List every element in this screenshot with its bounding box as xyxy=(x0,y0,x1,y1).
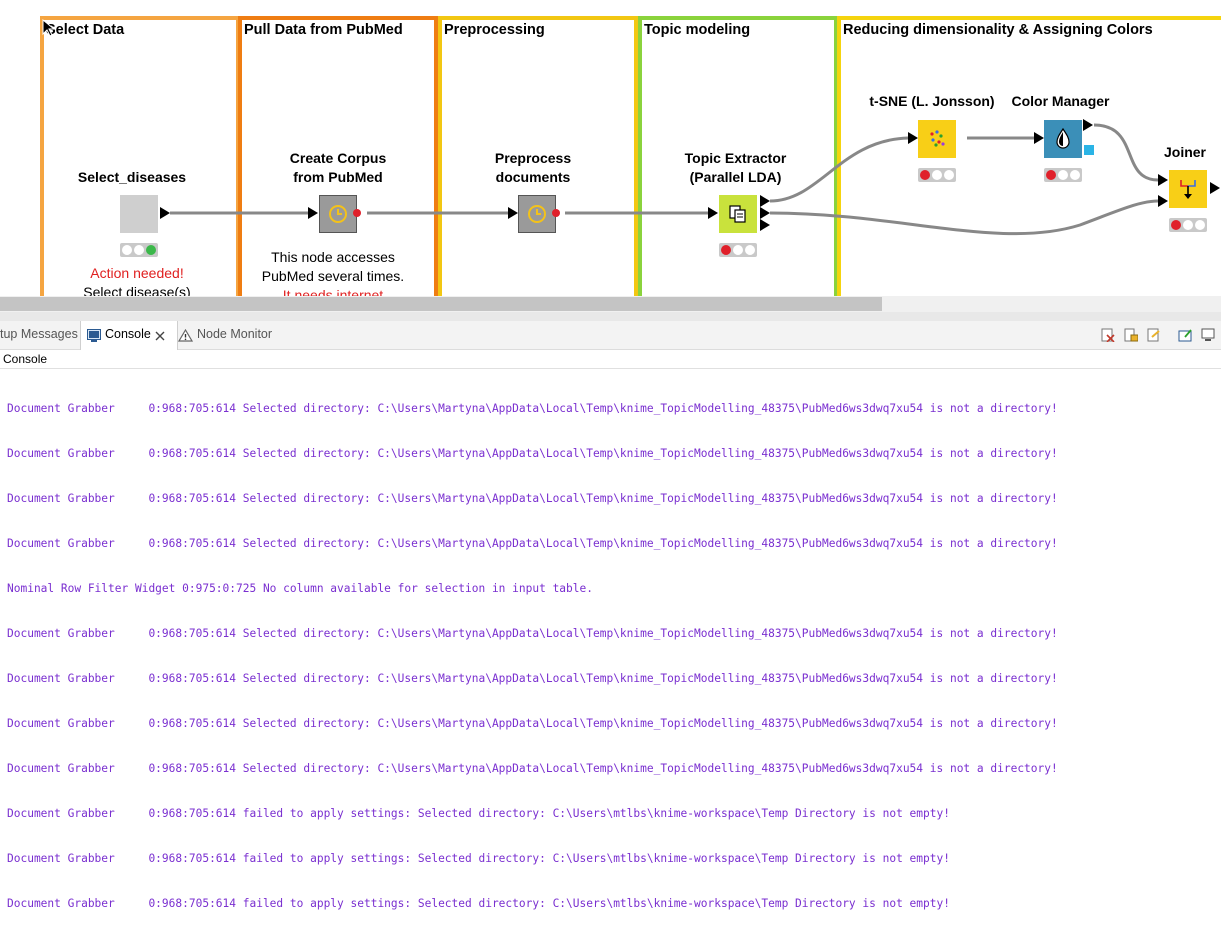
node-status-select-diseases xyxy=(120,243,158,257)
node-label-color-manager: Color Manager xyxy=(1011,93,1110,109)
color-manager-node[interactable] xyxy=(1044,120,1082,158)
node-label-line: documents xyxy=(495,169,571,185)
canvas-scrollbar-thumb[interactable] xyxy=(0,297,882,311)
output-port-red-icon xyxy=(353,209,361,217)
annotation-topic-modeling[interactable]: Topic modeling xyxy=(638,16,838,296)
tab-node-monitor-label: Node Monitor xyxy=(197,327,273,341)
console-view-title: Console xyxy=(0,350,1221,369)
preprocess-node[interactable] xyxy=(518,195,556,233)
log-line: Document Grabber 0:968:705:614 failed to… xyxy=(7,897,950,910)
node-warning-text: It needs internet xyxy=(282,287,384,296)
console-log[interactable]: Document Grabber 0:968:705:614 Selected … xyxy=(7,371,1058,926)
tsne-node[interactable] xyxy=(918,120,956,158)
log-line: Document Grabber 0:968:705:614 Selected … xyxy=(7,717,1058,730)
annotation-title: Preprocessing xyxy=(444,22,545,38)
node-label-tsne: t-SNE (L. Jonsson) xyxy=(869,93,995,109)
annotation-title: Topic modeling xyxy=(644,22,751,38)
clock-icon xyxy=(528,205,546,223)
create-corpus-node[interactable] xyxy=(319,195,357,233)
connections-layer xyxy=(160,119,1220,236)
tab-console[interactable]: Console xyxy=(80,321,178,350)
annotation-title: Pull Data from PubMed xyxy=(244,22,403,38)
join-arrows-icon xyxy=(1180,180,1196,199)
log-line: Document Grabber 0:968:705:614 failed to… xyxy=(7,852,950,865)
node-status-topic-extractor xyxy=(719,243,757,257)
clock-icon xyxy=(329,205,347,223)
node-annotation-text: This node accesses xyxy=(271,249,395,265)
annotation-preprocessing[interactable]: Preprocessing xyxy=(438,16,638,296)
console-icon xyxy=(87,329,101,342)
node-annotation-text: Select disease(s) xyxy=(83,284,191,296)
node-status-joiner xyxy=(1169,218,1207,232)
select-diseases-node[interactable] xyxy=(120,195,158,233)
workflow-canvas[interactable]: Select Data Pull Data from PubMed Prepro… xyxy=(0,0,1221,296)
log-line: Nominal Row Filter Widget 0:975:0:725 No… xyxy=(7,582,593,595)
node-status-color-manager xyxy=(1044,168,1082,182)
document-topics-icon xyxy=(729,205,746,223)
log-line: Document Grabber 0:968:705:614 Selected … xyxy=(7,447,1058,460)
output-port-red-icon xyxy=(552,209,560,217)
panel-separator[interactable] xyxy=(0,312,1221,321)
color-model-port xyxy=(1084,145,1094,155)
node-label-line: Create Corpus xyxy=(289,150,387,166)
annotation-title: Select Data xyxy=(46,22,125,38)
display-console-icon[interactable] xyxy=(1201,328,1215,342)
bottom-panel-tabbar: tup Messages Console Node Monitor xyxy=(0,321,1221,350)
pin-console-icon[interactable] xyxy=(1147,328,1161,342)
node-label-preprocess: Preprocess documents xyxy=(473,149,593,187)
open-console-icon[interactable] xyxy=(1178,328,1192,342)
node-label-joiner: Joiner xyxy=(1163,144,1206,160)
scroll-lock-icon[interactable] xyxy=(1124,328,1138,342)
annotation-reducing-dimensionality[interactable]: Reducing dimensionality & Assigning Colo… xyxy=(837,16,1221,296)
node-label-line: Topic Extractor xyxy=(684,150,787,166)
node-label-line: Preprocess xyxy=(494,150,572,166)
joiner-node[interactable] xyxy=(1169,170,1207,208)
node-label-line: (Parallel LDA) xyxy=(689,169,782,185)
tab-node-monitor[interactable]: Node Monitor xyxy=(178,321,278,349)
clear-console-icon[interactable] xyxy=(1101,328,1115,342)
log-line: Document Grabber 0:968:705:614 Selected … xyxy=(7,672,1058,685)
node-warning-text: Action needed! xyxy=(90,265,184,281)
annotation-title: Reducing dimensionality & Assigning Colo… xyxy=(843,22,1153,38)
close-icon[interactable] xyxy=(155,331,165,341)
scatter-dots-icon xyxy=(930,130,945,147)
log-line: Document Grabber 0:968:705:614 Selected … xyxy=(7,537,1058,550)
node-label-line: from PubMed xyxy=(293,169,383,185)
log-line: Document Grabber 0:968:705:614 failed to… xyxy=(7,807,950,820)
log-line: Document Grabber 0:968:705:614 Selected … xyxy=(7,492,1058,505)
node-status-tsne xyxy=(918,168,956,182)
node-annotation-text: PubMed several times. xyxy=(261,268,405,284)
topic-extractor-node[interactable] xyxy=(719,195,757,233)
log-line: Document Grabber 0:968:705:614 Selected … xyxy=(7,627,1058,640)
node-label-topic-extractor: Topic Extractor (Parallel LDA) xyxy=(668,149,803,187)
annotation-pull-data[interactable]: Pull Data from PubMed xyxy=(238,16,438,296)
log-line: Document Grabber 0:968:705:614 Selected … xyxy=(7,762,1058,775)
mouse-cursor-icon xyxy=(42,18,56,37)
node-label-select-diseases: Select_diseases xyxy=(77,169,187,185)
node-label-create-corpus: Create Corpus from PubMed xyxy=(268,149,408,187)
log-line: Document Grabber 0:968:705:614 Selected … xyxy=(7,402,1058,415)
tab-startup-messages[interactable]: tup Messages xyxy=(0,327,78,341)
tab-console-label: Console xyxy=(105,327,151,341)
warning-icon xyxy=(178,329,193,342)
color-drop-icon xyxy=(1056,127,1070,149)
